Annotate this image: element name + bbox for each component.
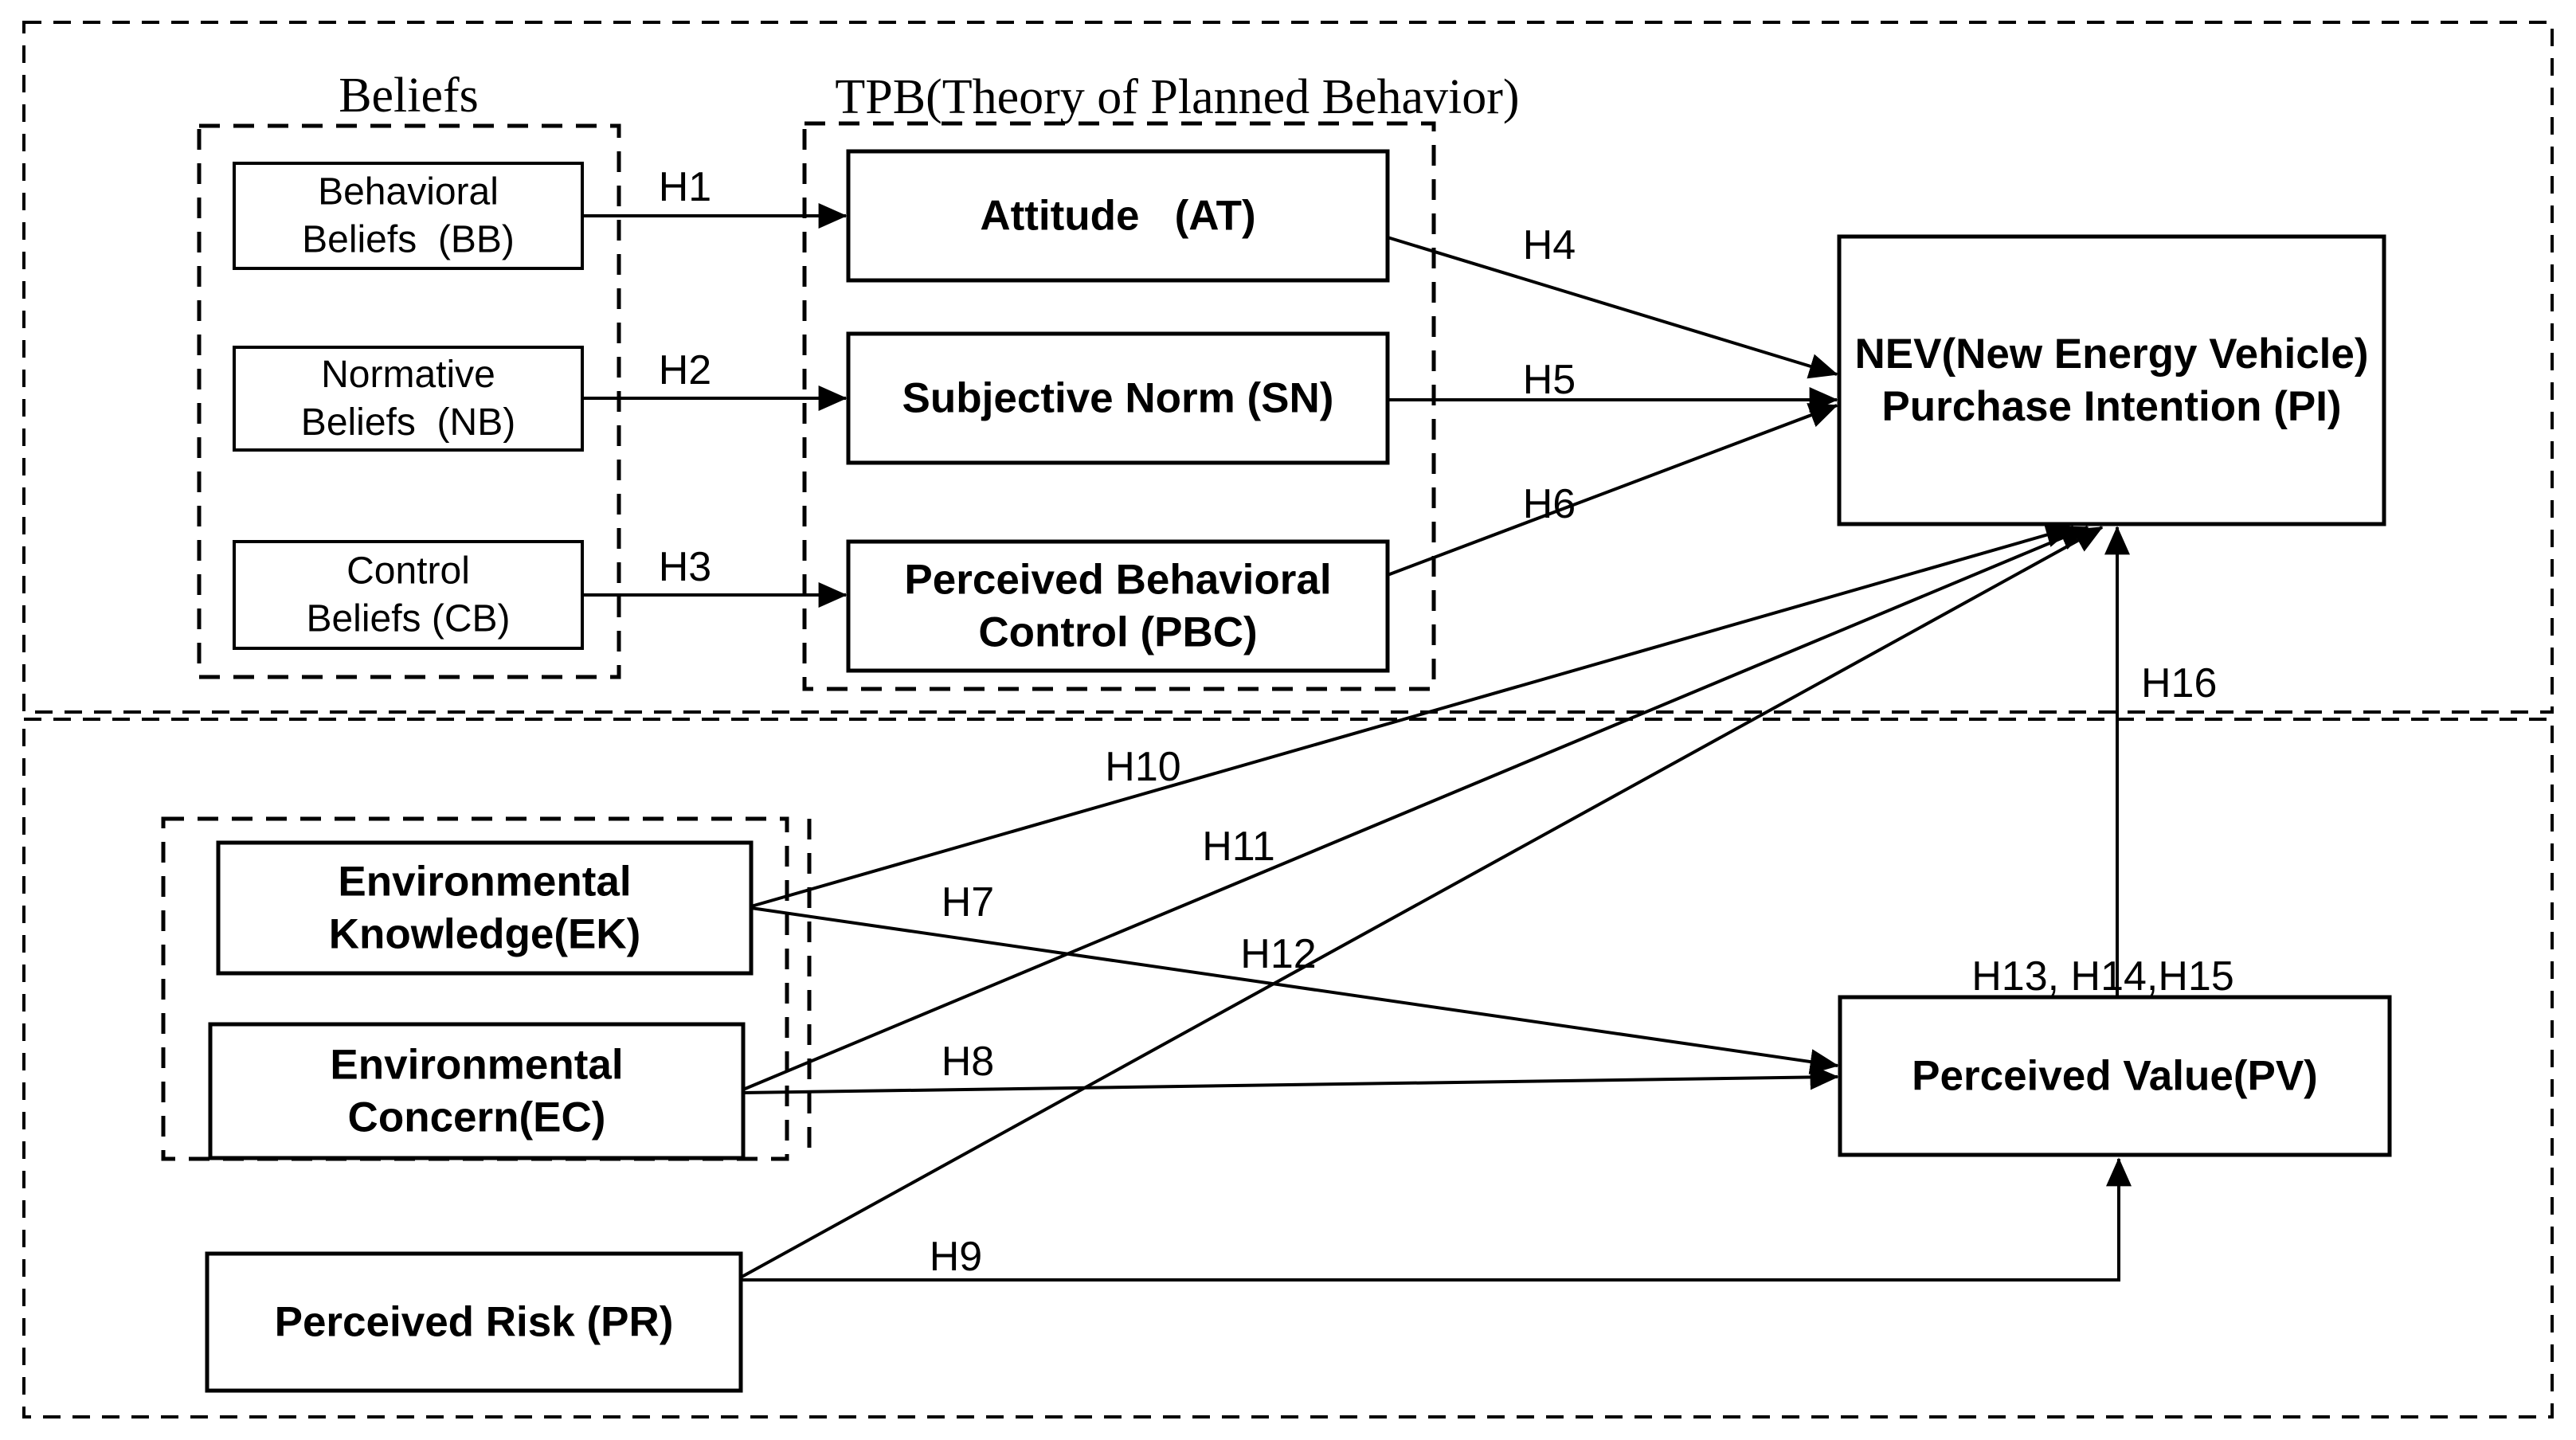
edge-label-h16: H16 <box>2141 660 2217 706</box>
node-label-pv: Perceived Value(PV) <box>1912 1053 2318 1100</box>
frame-top <box>22 21 2554 714</box>
edge-label-h3: H3 <box>659 544 711 590</box>
beliefs-group <box>197 123 621 679</box>
node-box-ec <box>208 1022 746 1160</box>
edge-h6 <box>1387 403 1838 577</box>
node-label-line: Environmental <box>330 1042 623 1089</box>
node-label-line: Normative <box>321 354 495 396</box>
node-box-pv <box>1838 995 2392 1157</box>
node-box-cb <box>233 540 584 650</box>
edge-label-h6: H6 <box>1523 481 1576 527</box>
node-label-line: Beliefs (CB) <box>306 598 510 640</box>
edge-label-h2: H2 <box>659 347 711 393</box>
edge-label-h1: H1 <box>659 164 711 210</box>
edge-label-h9: H9 <box>930 1234 982 1280</box>
edge-label-h11: H11 <box>1202 824 1275 870</box>
node-label-line: Purchase Intention (PI) <box>1881 383 2341 430</box>
node-label-line: Behavioral <box>318 171 499 213</box>
edge-h11 <box>742 526 2089 1091</box>
node-box-nb <box>233 346 584 452</box>
edge-h9 <box>738 1157 2132 1282</box>
node-label-line: Perceived Behavioral <box>904 557 1331 604</box>
node-label-sn: Subjective Norm (SN) <box>902 375 1334 422</box>
edge-label-h12: H12 <box>1240 931 1316 977</box>
edge-label-h8: H8 <box>942 1039 994 1085</box>
node-box-bb <box>233 162 584 270</box>
node-box-sn <box>846 331 1390 465</box>
node-label-pr: Perceived Risk (PR) <box>275 1299 674 1346</box>
edge-label-h7: H7 <box>942 879 994 925</box>
node-label-line: Subjective Norm (SN) <box>902 375 1334 422</box>
node-label-line: Control (PBC) <box>978 609 1257 656</box>
edge-label-h4: H4 <box>1523 222 1576 268</box>
node-label-line: Beliefs (BB) <box>302 219 515 261</box>
node-label-pi: NEV(New Energy Vehicle) Purchase Intentio… <box>1854 331 2368 430</box>
node-label-line: Attitude (AT) <box>980 193 1255 240</box>
node-label-line: Concern(EC) <box>348 1094 606 1141</box>
node-label-line: Control <box>346 550 470 593</box>
node-label-line: NEV(New Energy Vehicle) <box>1854 331 2368 378</box>
tpb-group <box>802 121 1436 691</box>
node-box-pbc <box>846 539 1390 673</box>
node-label-line: Knowledge(EK) <box>329 911 641 958</box>
node-label-line: Beliefs (NB) <box>301 401 515 444</box>
edge-label-h5: H5 <box>1523 357 1576 403</box>
edge-h7 <box>750 906 1839 1074</box>
edge-h8 <box>742 1064 1839 1094</box>
edge-h10 <box>750 522 2075 908</box>
node-box-at <box>846 149 1390 283</box>
group-title-tpb: TPB(Theory of Planned Behavior) <box>835 70 1519 124</box>
frame-bottom <box>22 718 2554 1418</box>
node-label-at: Attitude (AT) <box>980 193 1255 240</box>
node-box-pr <box>205 1251 743 1393</box>
node-label-line: Perceived Value(PV) <box>1912 1053 2318 1100</box>
edge-h4 <box>1387 236 1838 379</box>
node-box-ek <box>216 840 754 976</box>
mediation-label: H13, H14,H15 <box>1971 953 2234 1000</box>
edge-label-h10: H10 <box>1105 744 1180 790</box>
node-label-line: Perceived Risk (PR) <box>275 1299 674 1346</box>
node-label-line: Environmental <box>338 859 631 906</box>
node-box-pi <box>1837 234 2386 526</box>
group-title-beliefs: Beliefs <box>339 68 479 123</box>
edge-h12 <box>737 526 2104 1281</box>
